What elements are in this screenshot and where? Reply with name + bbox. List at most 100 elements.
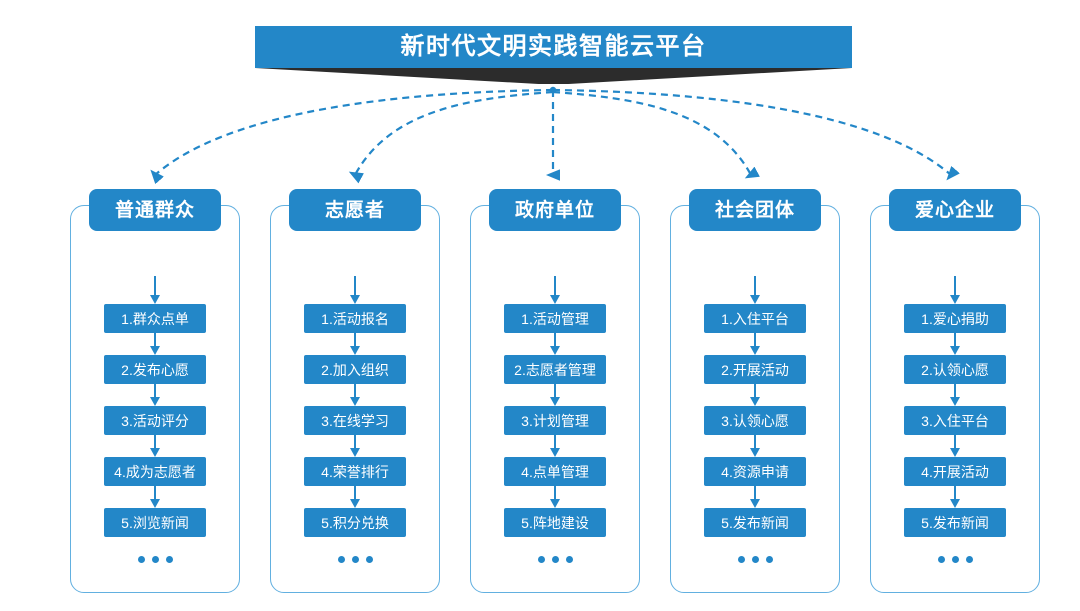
down-arrow-icon xyxy=(349,486,361,508)
platform-title-banner: 新时代文明实践智能云平台 xyxy=(255,26,852,68)
step-item[interactable]: 1.入住平台 xyxy=(704,304,806,333)
down-arrow-icon xyxy=(149,486,161,508)
step-item[interactable]: 5.阵地建设 xyxy=(504,508,606,537)
step-list-4: 1.入住平台 2.开展活动 3.认领心愿 4.资源申请 5.发布新闻 xyxy=(671,276,839,563)
more-items-ellipsis xyxy=(537,556,573,563)
down-arrow-icon xyxy=(349,384,361,406)
page-title: 新时代文明实践智能云平台 xyxy=(400,33,707,60)
down-arrow-icon xyxy=(149,276,161,304)
ellipsis-dot xyxy=(165,556,173,563)
down-arrow-icon xyxy=(549,276,561,304)
step-item[interactable]: 4.点单管理 xyxy=(504,457,606,486)
step-label: 2.开展活动 xyxy=(721,361,789,378)
column-header-label: 普通群众 xyxy=(114,199,195,221)
step-label: 4.荣誉排行 xyxy=(321,463,389,480)
connector-to-col-4 xyxy=(552,90,760,179)
more-items-ellipsis xyxy=(737,556,773,563)
down-arrow-icon xyxy=(349,276,361,304)
step-item[interactable]: 1.群众点单 xyxy=(104,304,206,333)
step-item[interactable]: 1.活动报名 xyxy=(304,304,406,333)
step-item[interactable]: 5.浏览新闻 xyxy=(104,508,206,537)
step-item[interactable]: 3.计划管理 xyxy=(504,406,606,435)
ellipsis-dot xyxy=(565,556,573,563)
step-label: 3.在线学习 xyxy=(321,412,389,429)
step-label: 2.认领心愿 xyxy=(921,361,989,378)
step-list-1: 1.群众点单 2.发布心愿 3.活动评分 4.成为志愿者 5.浏览新闻 xyxy=(71,276,239,563)
step-label: 5.浏览新闻 xyxy=(121,514,189,531)
step-label: 2.志愿者管理 xyxy=(514,361,596,378)
step-label: 1.活动报名 xyxy=(321,310,389,327)
title-down-arrow-icon xyxy=(548,70,564,81)
step-item[interactable]: 5.发布新闻 xyxy=(704,508,806,537)
down-arrow-icon xyxy=(549,333,561,355)
down-arrow-icon xyxy=(149,333,161,355)
down-arrow-icon xyxy=(149,384,161,406)
step-item[interactable]: 2.志愿者管理 xyxy=(504,355,606,384)
column-header-2[interactable]: 志愿者 xyxy=(289,189,421,231)
ellipsis-dot xyxy=(965,556,973,563)
down-arrow-icon xyxy=(549,435,561,457)
ellipsis-dot xyxy=(365,556,373,563)
step-list-2: 1.活动报名 2.加入组织 3.在线学习 4.荣誉排行 5.积分兑换 xyxy=(271,276,439,563)
step-label: 2.加入组织 xyxy=(321,361,389,378)
ellipsis-dot xyxy=(551,556,559,563)
ellipsis-dot xyxy=(751,556,759,563)
column-header-5[interactable]: 爱心企业 xyxy=(889,189,1021,231)
role-column-ordinary-public[interactable]: 普通群众 1.群众点单 2.发布心愿 3.活动评分 4.成为志愿者 5.浏览新闻 xyxy=(70,189,240,593)
down-arrow-icon xyxy=(949,435,961,457)
role-column-social-group[interactable]: 社会团体 1.入住平台 2.开展活动 3.认领心愿 4.资源申请 5.发布新闻 xyxy=(670,189,840,593)
column-header-label: 社会团体 xyxy=(714,199,795,221)
step-label: 5.发布新闻 xyxy=(921,514,989,531)
column-header-1[interactable]: 普通群众 xyxy=(89,189,221,231)
step-item[interactable]: 2.认领心愿 xyxy=(904,355,1006,384)
step-item[interactable]: 2.开展活动 xyxy=(704,355,806,384)
step-label: 3.入住平台 xyxy=(921,412,989,429)
step-item[interactable]: 3.在线学习 xyxy=(304,406,406,435)
step-label: 2.发布心愿 xyxy=(121,361,189,378)
down-arrow-icon xyxy=(749,333,761,355)
role-column-volunteer[interactable]: 志愿者 1.活动报名 2.加入组织 3.在线学习 4.荣誉排行 5.积分兑换 xyxy=(270,189,440,593)
step-item[interactable]: 5.积分兑换 xyxy=(304,508,406,537)
column-header-label: 爱心企业 xyxy=(914,199,995,221)
step-label: 3.活动评分 xyxy=(121,412,189,429)
down-arrow-icon xyxy=(949,384,961,406)
step-item[interactable]: 1.爱心捐助 xyxy=(904,304,1006,333)
down-arrow-icon xyxy=(949,486,961,508)
down-arrow-icon xyxy=(749,276,761,304)
step-list-3: 1.活动管理 2.志愿者管理 3.计划管理 4.点单管理 5.阵地建设 xyxy=(471,276,639,563)
connector-to-col-5 xyxy=(552,88,960,181)
ellipsis-dot xyxy=(737,556,745,563)
step-item[interactable]: 4.荣誉排行 xyxy=(304,457,406,486)
ellipsis-dot xyxy=(137,556,145,563)
down-arrow-icon xyxy=(749,486,761,508)
more-items-ellipsis xyxy=(337,556,373,563)
down-arrow-icon xyxy=(749,384,761,406)
step-item[interactable]: 3.认领心愿 xyxy=(704,406,806,435)
ellipsis-dot xyxy=(351,556,359,563)
step-item[interactable]: 5.发布新闻 xyxy=(904,508,1006,537)
down-arrow-icon xyxy=(949,276,961,304)
more-items-ellipsis xyxy=(137,556,173,563)
step-label: 3.计划管理 xyxy=(521,412,589,429)
down-arrow-icon xyxy=(149,435,161,457)
step-item[interactable]: 1.活动管理 xyxy=(504,304,606,333)
step-item[interactable]: 4.开展活动 xyxy=(904,457,1006,486)
step-item[interactable]: 2.发布心愿 xyxy=(104,355,206,384)
step-item[interactable]: 4.资源申请 xyxy=(704,457,806,486)
role-column-caring-enterprise[interactable]: 爱心企业 1.爱心捐助 2.认领心愿 3.入住平台 4.开展活动 5.发布新闻 xyxy=(870,189,1040,593)
down-arrow-icon xyxy=(549,384,561,406)
step-item[interactable]: 2.加入组织 xyxy=(304,355,406,384)
step-item[interactable]: 3.活动评分 xyxy=(104,406,206,435)
column-header-label: 政府单位 xyxy=(514,199,595,221)
step-item[interactable]: 4.成为志愿者 xyxy=(104,457,206,486)
step-label: 4.成为志愿者 xyxy=(114,463,196,480)
step-label: 1.活动管理 xyxy=(521,310,589,327)
column-header-3[interactable]: 政府单位 xyxy=(489,189,621,231)
down-arrow-icon xyxy=(749,435,761,457)
step-item[interactable]: 3.入住平台 xyxy=(904,406,1006,435)
role-column-government-unit[interactable]: 政府单位 1.活动管理 2.志愿者管理 3.计划管理 4.点单管理 5.阵地建设 xyxy=(470,189,640,593)
step-label: 3.认领心愿 xyxy=(721,412,789,429)
step-label: 5.发布新闻 xyxy=(721,514,789,531)
column-header-4[interactable]: 社会团体 xyxy=(689,189,821,231)
down-arrow-icon xyxy=(349,333,361,355)
